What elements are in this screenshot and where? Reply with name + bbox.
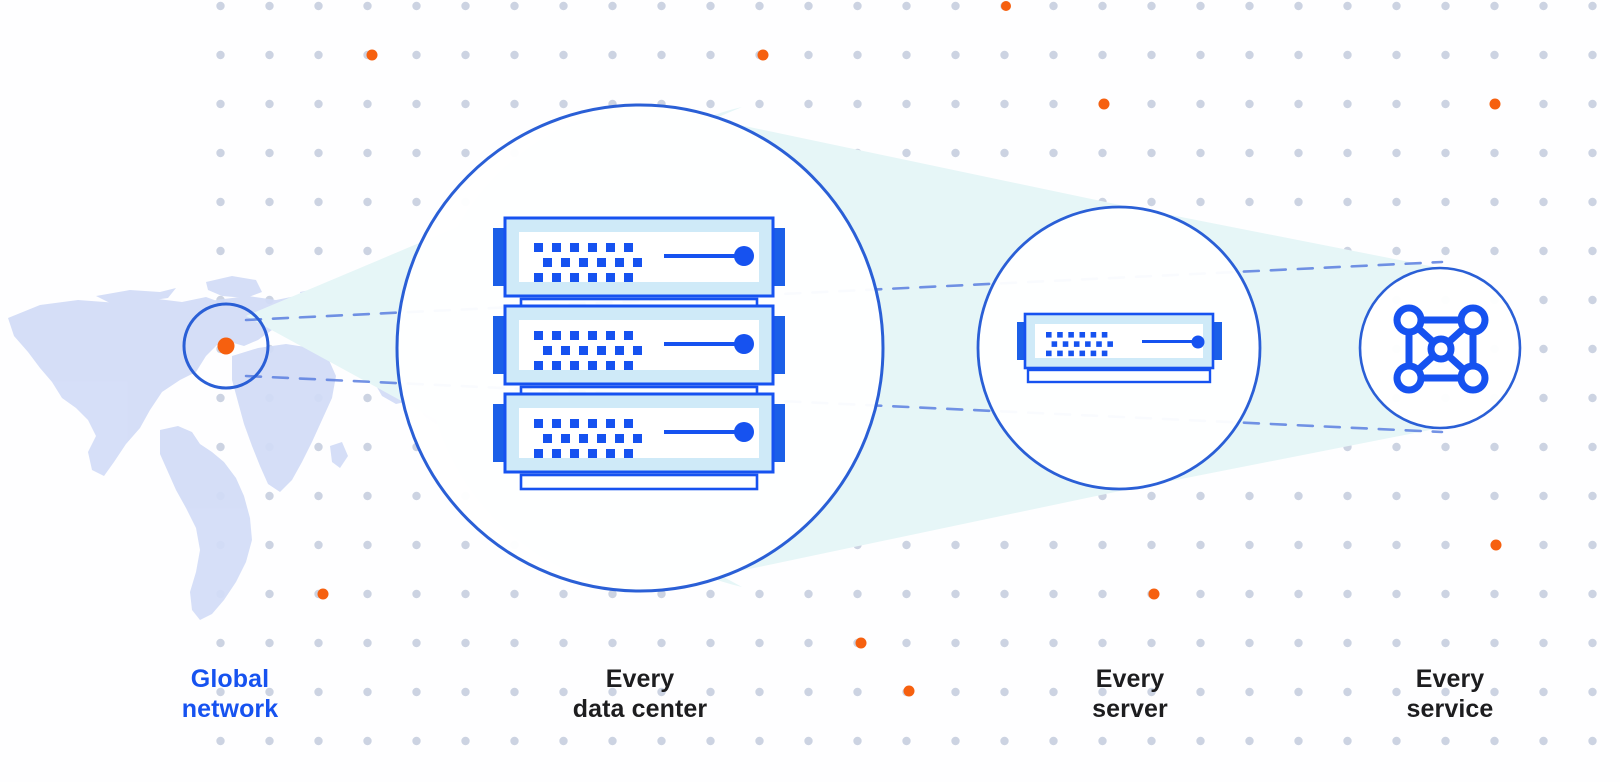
grid-dot-highlight <box>1490 539 1502 551</box>
grid-dot-highlight <box>366 49 378 61</box>
label-global-network: Global network <box>181 665 279 723</box>
label-every-service: Every service <box>1406 665 1494 723</box>
grid-dot-highlight <box>1489 98 1501 110</box>
label-every-server: Every server <box>1092 665 1168 723</box>
grid-dot-highlight <box>317 588 329 600</box>
mesh-nodes <box>1393 304 1489 394</box>
rack-unit <box>493 392 785 491</box>
orange-map-dot <box>217 337 235 355</box>
rack-unit <box>493 216 785 315</box>
rack-unit <box>493 304 785 403</box>
grid-dot-highlight <box>757 49 769 61</box>
label-every-data-center: Every data center <box>572 665 708 723</box>
grid-dot-highlight <box>1148 588 1160 600</box>
server-unit <box>1017 312 1222 384</box>
grid-dot-highlight <box>1001 1 1011 11</box>
map-zoom-circle <box>182 302 270 390</box>
grid-dot-highlight <box>903 685 915 697</box>
grid-dot-highlight <box>855 637 867 649</box>
grid-dot-highlight <box>1098 98 1110 110</box>
